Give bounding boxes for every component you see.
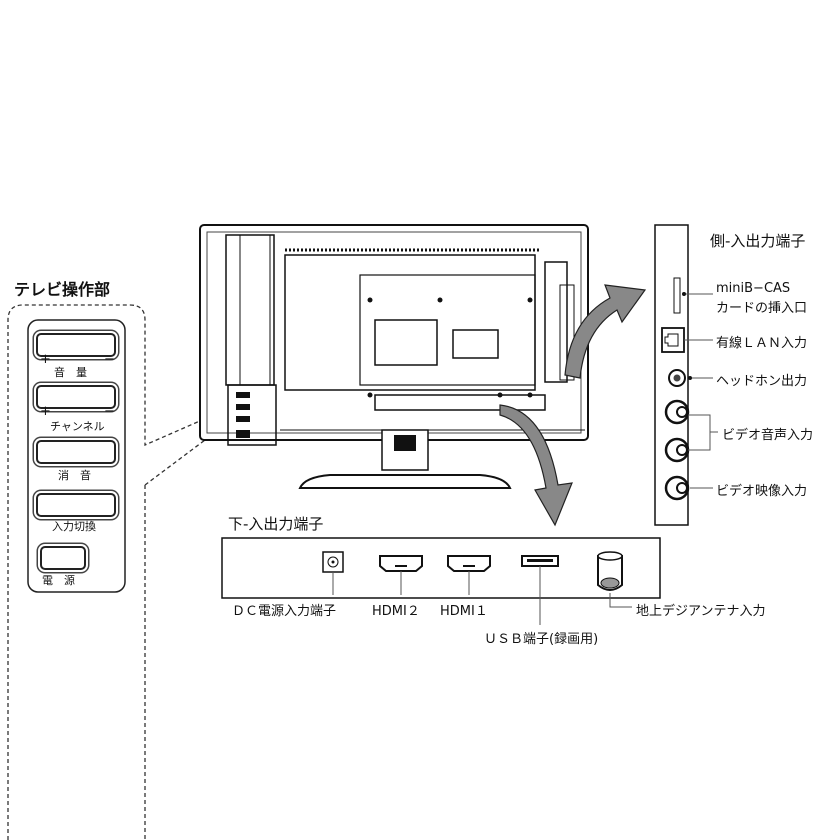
control-panel-title: テレビ操作部 xyxy=(14,280,111,299)
side-ports-title: 側-入出力端子 xyxy=(710,232,806,250)
hdmi2-label: HDMI２ xyxy=(372,604,420,619)
input-switch-button[interactable] xyxy=(36,493,116,517)
volume-plus-label: + xyxy=(40,352,51,367)
volume-minus-label: − xyxy=(104,352,115,367)
video-audio-label: ビデオ音声入力 xyxy=(722,428,814,443)
control-panel-callout xyxy=(7,304,226,840)
power-button[interactable] xyxy=(40,546,86,570)
arrow-to-bottom-ports xyxy=(499,404,573,527)
antenna-label: 地上デジアンテナ入力 xyxy=(636,604,766,619)
channel-plus-label: + xyxy=(40,404,51,419)
channel-button[interactable] xyxy=(36,385,116,409)
lan-label: 有線ＬＡＮ入力 xyxy=(716,336,808,351)
bottom-ports-title: 下-入出力端子 xyxy=(228,515,324,533)
usb-label: ＵＳＢ端子(録画用) xyxy=(484,632,599,647)
bottom-port-panel xyxy=(221,537,661,625)
volume-label: 音 量 xyxy=(54,366,87,379)
video-label: ビデオ映像入力 xyxy=(716,484,808,499)
channel-label: チャンネル xyxy=(50,420,105,433)
mute-label: 消 音 xyxy=(58,469,91,482)
input-switch-label: 入力切換 xyxy=(52,520,96,533)
mute-button[interactable] xyxy=(36,440,116,464)
channel-minus-label: − xyxy=(104,404,115,419)
arrow-to-side-ports xyxy=(564,284,647,379)
hdmi1-label: HDMI１ xyxy=(440,604,488,619)
power-label: 電 源 xyxy=(42,574,75,587)
bcas-label-line2: カードの挿入口 xyxy=(716,301,808,316)
tv-rear-illustration xyxy=(199,224,589,489)
volume-button[interactable] xyxy=(36,333,116,357)
headphone-label: ヘッドホン出力 xyxy=(716,374,808,389)
dc-label: ＤＣ電源入力端子 xyxy=(232,604,337,619)
side-port-panel xyxy=(654,224,718,526)
bcas-label-line1: miniB−CAS xyxy=(716,281,791,296)
